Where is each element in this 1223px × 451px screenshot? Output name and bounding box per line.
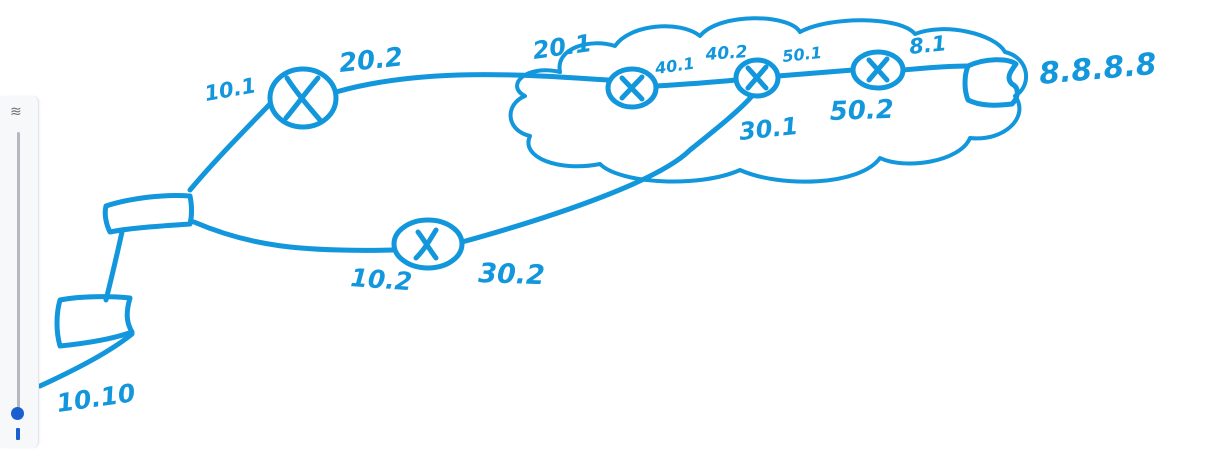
- label-cloud-top: 20.1: [531, 29, 594, 65]
- label-r3-bottom: 30.1: [738, 112, 800, 146]
- switch-box: [102, 193, 194, 235]
- link-pc-tail: [37, 331, 135, 389]
- link-router4-server: [900, 63, 971, 73]
- label-r5-left: 10.2: [350, 263, 414, 296]
- pc-box: [54, 294, 135, 349]
- cloud-outline: [508, 16, 1029, 184]
- label-r5-right: 30.2: [478, 258, 546, 291]
- label-r3-left: 40.2: [704, 42, 748, 65]
- router-2-cross-icon: [619, 74, 645, 102]
- label-pc: 10.10: [55, 378, 137, 418]
- stroke-size-indicator: [16, 428, 20, 440]
- label-r1-right: 20.2: [338, 42, 405, 79]
- label-r4-bottom: 50.2: [829, 95, 894, 127]
- server-box: [962, 57, 1020, 108]
- link-router3-router4: [775, 67, 856, 79]
- link-switch-router5: [191, 219, 397, 253]
- label-internet: 8.8.8.8: [1038, 47, 1158, 92]
- label-r4-right: 8.1: [908, 31, 948, 59]
- link-switch-router1: [187, 101, 273, 193]
- router-4-cross-icon: [866, 56, 890, 83]
- link-pc-switch: [103, 229, 125, 303]
- router-1-circle: [267, 66, 339, 130]
- link-router1-router2: [333, 72, 611, 95]
- stroke-size-panel: ≋: [0, 96, 39, 448]
- label-r2-right: 40.1: [653, 54, 696, 78]
- stroke-width-icon: ≋: [10, 104, 22, 120]
- stroke-size-slider[interactable]: [17, 132, 20, 410]
- router-1-cross-icon: [283, 75, 323, 123]
- label-r3-right: 50.1: [781, 43, 822, 66]
- link-router5-router3: [459, 93, 755, 245]
- link-router2-router3: [653, 77, 739, 89]
- label-r1-left: 10.1: [203, 73, 258, 106]
- router-3-cross-icon: [745, 64, 769, 91]
- stroke-size-slider-thumb[interactable]: [11, 407, 24, 420]
- router-5-cross-icon: [413, 227, 439, 261]
